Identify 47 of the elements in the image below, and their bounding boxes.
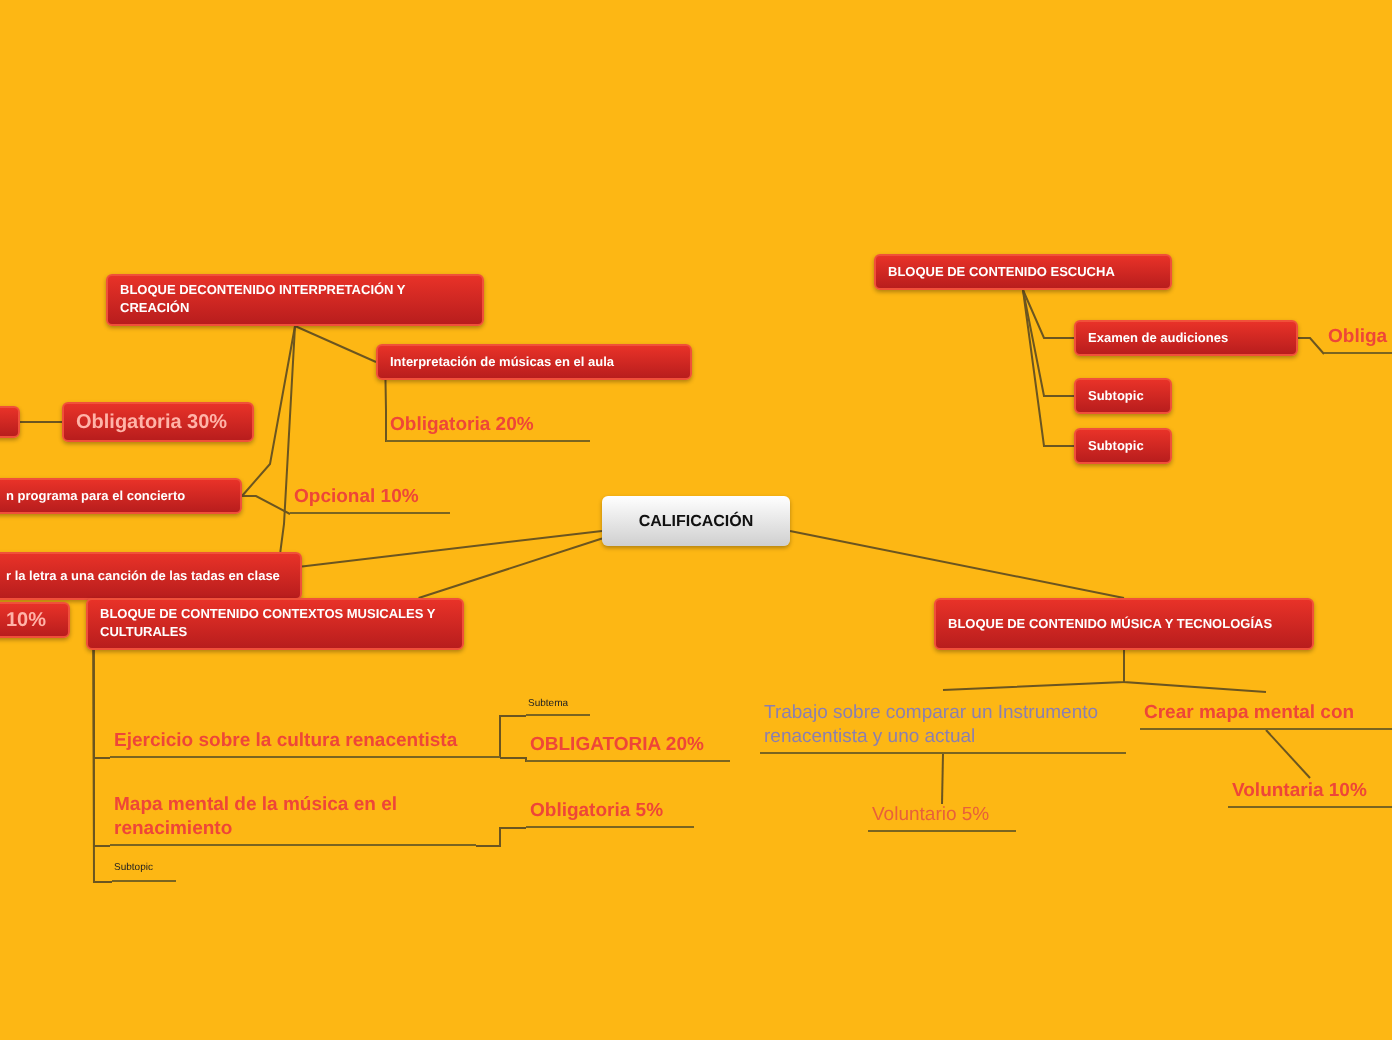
connector-line — [499, 757, 527, 763]
connector-line — [279, 325, 296, 553]
topic-box — [0, 552, 302, 600]
topic-box — [1074, 320, 1298, 356]
subtopic-text: Crear mapa mental con — [1140, 692, 1392, 730]
subtopic-text: OBLIGATORIA 20% — [526, 736, 730, 762]
connector-line — [417, 537, 603, 599]
subtopic-text: Voluntario 5% — [868, 804, 1016, 832]
subtopic-text: Opcional 10% — [290, 484, 450, 514]
subtopic-text: Mapa mental de la música en el renacimiento — [110, 792, 476, 846]
connector-line — [241, 325, 296, 497]
topic-box — [0, 406, 20, 438]
topic-box — [0, 602, 70, 638]
connector-line — [1022, 289, 1075, 397]
topic-box — [376, 344, 692, 380]
connector-line — [499, 715, 527, 759]
topic-box — [86, 598, 464, 650]
subtopic-text: Ejercicio sobre la cultura renacentista — [110, 704, 500, 758]
topic-label: Obligatoria 30% — [76, 413, 228, 431]
subtopic-text: Obliga — [1324, 326, 1392, 354]
connector-line — [241, 495, 291, 515]
topic-label: 10% — [6, 611, 47, 629]
connector-line — [941, 753, 944, 805]
connector-line — [1265, 729, 1311, 779]
topic-box — [934, 598, 1314, 650]
connector-line — [1123, 649, 1267, 693]
connector-line — [1022, 289, 1075, 339]
topic-box — [1074, 428, 1172, 464]
topic-label: CALIFICACIÓN — [638, 512, 754, 530]
topic-box — [106, 274, 484, 326]
connector-line — [92, 649, 113, 883]
connector-line — [789, 530, 1125, 599]
topic-box — [0, 478, 242, 514]
subtopic-text: Obligatoria 5% — [526, 802, 694, 828]
topic-box — [62, 402, 254, 442]
connector-line — [294, 325, 377, 363]
subtopic-text: Obligatoria 20% — [386, 414, 590, 442]
connector-line — [384, 379, 387, 443]
topic-box — [1074, 378, 1172, 414]
subtopic-text: Trabajo sobre comparar un Instrumento renacentista y uno actual — [760, 690, 1126, 754]
connector-line — [1022, 289, 1075, 447]
connector-line — [475, 827, 527, 847]
subtopic-text: Voluntaria 10% — [1228, 778, 1392, 808]
connector-line — [301, 530, 603, 568]
connector-line — [1297, 337, 1325, 355]
topic-box — [874, 254, 1172, 290]
central-topic-box — [602, 496, 790, 546]
